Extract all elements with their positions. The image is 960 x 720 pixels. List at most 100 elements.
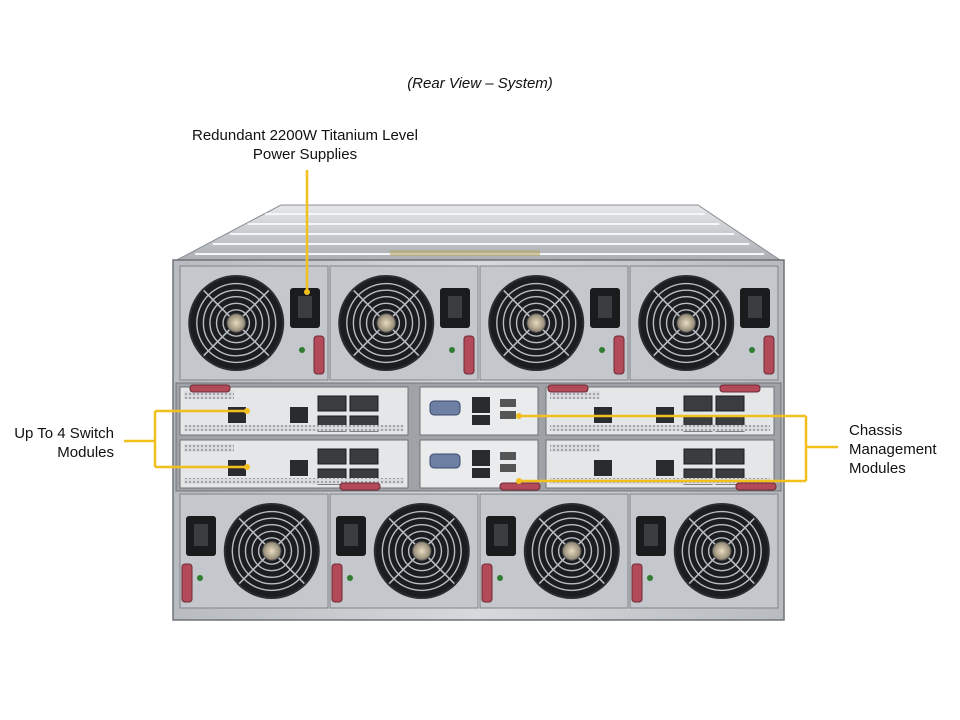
power-supply-3-fan-guard-ring: [502, 289, 570, 357]
switch-module-4-rj45-b: [656, 460, 674, 476]
switch-module-2-qsfp-port: [683, 395, 713, 412]
power-supply-1-fan: [188, 275, 285, 371]
cmm-module-2: [419, 439, 539, 489]
switch-module-3: [179, 439, 409, 489]
power-supply-4-led: [749, 347, 755, 353]
power-supply-7-inlet-pins: [494, 524, 508, 546]
power-supply-8-inlet-pins: [644, 524, 658, 546]
callout-power-supplies-line1: Redundant 2200W Titanium Level: [192, 127, 418, 144]
cmm-module-2-serial-port: [429, 453, 461, 469]
power-supply-6-inlet-pins: [344, 524, 358, 546]
power-supply-3-latch: [613, 335, 625, 375]
power-supply-5-fan-guard-ring: [257, 537, 286, 565]
power-supply-5-latch: [181, 563, 193, 603]
power-supply-2-fan-guard-ring: [365, 302, 407, 344]
power-supply-8-latch: [631, 563, 643, 603]
power-supply-8-fan: [673, 503, 770, 599]
power-supply-8-fan-guard-ring: [701, 530, 743, 572]
switch-module-1-vent-bottom: [184, 425, 404, 431]
power-supply-7-fan: [523, 503, 620, 599]
switch-module-4-qsfp-port: [683, 448, 713, 465]
module-latch-4: [339, 482, 381, 491]
switch-module-1-rj45-a: [228, 407, 246, 423]
chassis: [172, 204, 785, 621]
power-supply-6-fan-guard-ring: [401, 530, 443, 572]
power-supply-3-fan-hub: [526, 313, 546, 333]
power-supply-1-latch: [313, 335, 325, 375]
power-supply-3-fan: [488, 275, 585, 371]
power-supply-1-fan-guard-ring: [222, 309, 251, 337]
callout-chassis-management: Chassis Management Modules: [849, 421, 959, 478]
switch-module-3-qsfp-port: [349, 448, 379, 465]
switch-module-4-vent: [550, 444, 600, 452]
cmm-module-1-rj45-b: [472, 415, 490, 425]
power-supply-7-fan-guard-ring: [551, 530, 593, 572]
power-supply-2-latch: [463, 335, 475, 375]
switch-module-3-vent: [184, 444, 234, 452]
switch-module-3-qsfp-port: [317, 448, 347, 465]
callout-chassis-management-line3: Modules: [849, 460, 906, 477]
power-supply-1-led: [299, 347, 305, 353]
power-supply-2-led: [449, 347, 455, 353]
power-supply-6-fan-guard-ring: [381, 510, 462, 592]
power-supply-8-fan-hub: [712, 541, 732, 561]
callout-lines: [124, 170, 838, 484]
switch-module-4-qsfp-port: [715, 448, 745, 465]
power-supply-7-fan-guard-ring: [544, 524, 599, 578]
power-supply-4-fan-hub: [676, 313, 696, 333]
power-supply-8-led: [647, 575, 653, 581]
power-supply-4-fan-guard-ring: [659, 296, 714, 350]
cmm-module-2-usb-b: [500, 464, 516, 472]
callout-chassis-management-line2: Management: [849, 441, 937, 458]
chassis-top-label-strip: [390, 250, 540, 256]
power-supply-6-fan-guard-ring: [407, 537, 436, 565]
power-supply-5-fan: [223, 503, 320, 599]
power-supply-2-fan-guard-ring: [359, 296, 414, 350]
power-supply-2-fan: [338, 275, 435, 371]
switch-module-1-qsfp-port: [317, 395, 347, 412]
power-supply-8-fan-guard-ring: [707, 537, 736, 565]
switch-module-1: [179, 386, 409, 436]
power-supply-3-fan-guard-ring: [522, 309, 551, 337]
power-supply-4-fan-guard-ring: [672, 309, 701, 337]
power-supply-6-fan-hub: [412, 541, 432, 561]
power-supply-2-inlet-pins: [448, 296, 462, 318]
power-supply-4-inlet-pins: [748, 296, 762, 318]
power-supply-7-latch: [481, 563, 493, 603]
power-supply-7-led: [497, 575, 503, 581]
module-latch-3: [719, 384, 761, 393]
power-supply-7-fan-guard-ring: [531, 510, 612, 592]
callout-dot-cmm-top: [516, 413, 522, 419]
callout-power-supplies-line2: Power Supplies: [252, 146, 358, 163]
cmm-module-1-usb-a: [500, 399, 516, 407]
power-supply-7-fan-guard-ring: [557, 537, 586, 565]
switch-module-3-vent-bottom: [184, 478, 404, 484]
power-supply-1-fan-guard-ring: [202, 289, 270, 357]
switch-module-2-vent-bottom: [550, 425, 770, 431]
power-supply-2-fan-hub: [376, 313, 396, 333]
switch-module-3-rj45-b: [290, 460, 308, 476]
power-supply-5-inlet-pins: [194, 524, 208, 546]
power-supply-2-fan-guard-ring: [352, 289, 420, 357]
switch-module-1-vent: [184, 391, 234, 399]
power-supply-5-fan-guard-ring: [231, 510, 312, 592]
power-supply-6-led: [347, 575, 353, 581]
callout-switch-modules-line2: Modules: [57, 444, 114, 461]
power-supply-1-fan-hub: [226, 313, 246, 333]
power-supply-1-fan-guard-ring: [196, 282, 277, 364]
switch-module-1-rj45-b: [290, 407, 308, 423]
cmm-module-2-usb-a: [500, 452, 516, 460]
power-supply-6-fan: [373, 503, 470, 599]
power-supply-1-fan-guard-ring: [209, 296, 264, 350]
power-supply-3-inlet-pins: [598, 296, 612, 318]
power-supply-5-led: [197, 575, 203, 581]
power-supply-5-fan-guard-ring: [238, 517, 306, 585]
switch-module-2: [545, 386, 775, 436]
power-supply-8-fan-guard-ring: [688, 517, 756, 585]
power-supply-2-fan-guard-ring: [372, 309, 401, 337]
power-supply-5-fan-guard-ring: [244, 524, 299, 578]
power-supply-2-fan-guard-ring: [346, 282, 427, 364]
power-supply-8-fan-guard-ring: [681, 510, 762, 592]
power-supply-5-fan-hub: [262, 541, 282, 561]
